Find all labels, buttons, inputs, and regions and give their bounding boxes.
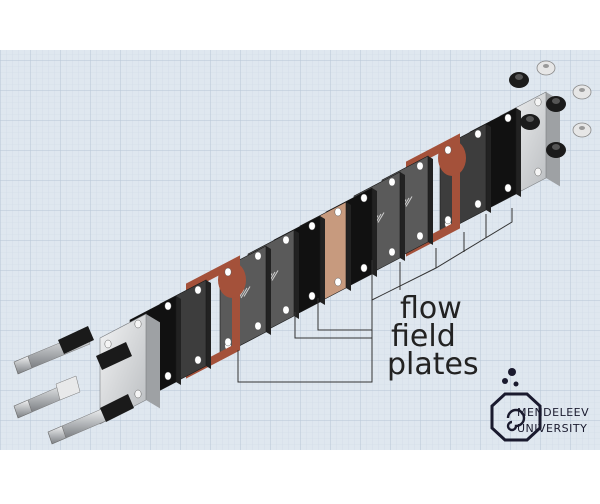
label-line-3: plates bbox=[387, 347, 479, 382]
nut-icon bbox=[546, 142, 566, 158]
left-hardware bbox=[13, 326, 134, 445]
label-line-1: flow bbox=[400, 291, 462, 326]
nut-icon bbox=[572, 84, 592, 100]
leader-lines bbox=[237, 208, 513, 383]
nut-icon bbox=[96, 342, 132, 370]
bolt-icon bbox=[13, 375, 81, 419]
nut-icon bbox=[536, 60, 556, 76]
nut-icon bbox=[509, 72, 529, 88]
label-line-2: field bbox=[391, 319, 456, 354]
flow-field-plates-label: flow field plates bbox=[387, 291, 479, 382]
nut-icon bbox=[572, 122, 592, 138]
right-hardware bbox=[509, 60, 592, 158]
plate-stack bbox=[99, 91, 560, 425]
logo-line-1: MENDELEEV bbox=[517, 406, 589, 419]
left-endplate bbox=[99, 313, 160, 425]
washer-icon bbox=[55, 375, 81, 401]
nut-icon bbox=[58, 326, 94, 354]
university-logo-icon: MENDELEEV UNIVERSITY bbox=[490, 368, 589, 442]
nut-icon bbox=[520, 114, 540, 130]
logo-line-2: UNIVERSITY bbox=[517, 422, 587, 435]
nut-icon bbox=[546, 96, 566, 112]
nut-icon bbox=[100, 394, 134, 422]
